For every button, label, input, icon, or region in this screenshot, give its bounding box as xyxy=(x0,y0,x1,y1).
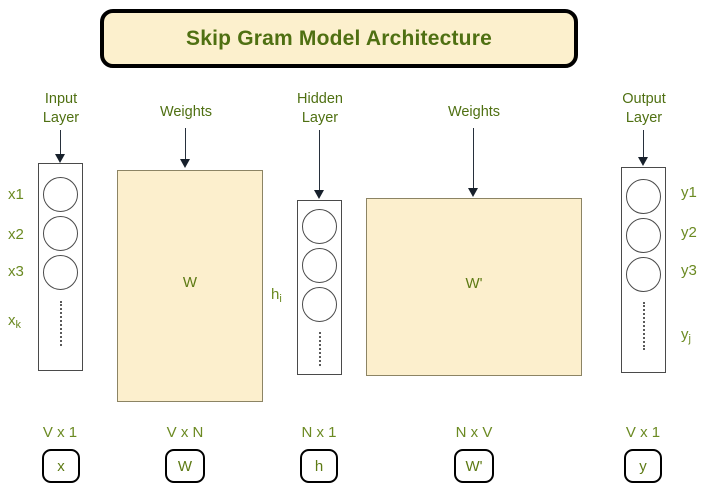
output-neuron-label-j-base: y xyxy=(681,326,689,343)
hidden-layer-label: hi xyxy=(271,286,282,305)
input-neuron-label-k-base: x xyxy=(8,312,16,329)
output-layer-caption-line1: Output xyxy=(622,91,666,107)
output-neuron-label-2: y2 xyxy=(681,224,697,241)
legend-dimension-4: V x 1 xyxy=(625,424,661,441)
hidden-layer-label-sub: i xyxy=(279,293,282,305)
output-neuron-label-j: yj xyxy=(681,326,691,345)
input-neuron-label-1: x1 xyxy=(8,186,24,203)
hidden-layer-ellipsis-dots-icon xyxy=(319,332,321,366)
legend-box-y: y xyxy=(624,449,662,483)
hidden-neuron-1 xyxy=(302,209,337,244)
legend-symbol-1: W xyxy=(177,457,193,475)
legend-symbol-3: W' xyxy=(465,457,483,475)
input-layer-ellipsis-dots-icon xyxy=(60,301,62,346)
weights-2-arrow-line xyxy=(473,128,474,190)
input-layer-arrow-line xyxy=(60,130,61,156)
weight-matrix-w-label: W xyxy=(182,273,198,291)
output-layer-caption: Output Layer xyxy=(604,90,684,128)
output-neuron-label-3: y3 xyxy=(681,262,697,279)
hidden-layer-caption-line2: Layer xyxy=(301,110,339,126)
output-neuron-1 xyxy=(626,179,661,214)
legend-symbol-0: x xyxy=(57,457,65,475)
output-layer-arrow-head-icon xyxy=(638,157,648,166)
legend-dimension-1: V x N xyxy=(166,424,204,441)
hidden-layer-caption: Hidden Layer xyxy=(280,90,360,128)
input-neuron-label-k: xk xyxy=(8,312,22,331)
hidden-layer-caption-line1: Hidden xyxy=(297,91,343,107)
hidden-layer-box xyxy=(297,200,342,375)
legend-dimension-3: N x V xyxy=(455,424,493,441)
output-layer-caption-line2: Layer xyxy=(625,110,663,126)
input-layer-box xyxy=(38,163,83,371)
input-layer-arrow-head-icon xyxy=(55,154,65,163)
legend-dimension-0: V x 1 xyxy=(42,424,78,441)
input-neuron-label-3: x3 xyxy=(8,263,24,280)
weight-matrix-w: W xyxy=(117,170,263,402)
hidden-neuron-3 xyxy=(302,287,337,322)
hidden-layer-arrow-line xyxy=(319,130,320,192)
hidden-layer-arrow-head-icon xyxy=(314,190,324,199)
weight-matrix-w-prime: W' xyxy=(366,198,582,376)
input-neuron-1 xyxy=(43,177,78,212)
weights-1-arrow-head-icon xyxy=(180,159,190,168)
page-title: Skip Gram Model Architecture xyxy=(186,26,492,50)
legend-box-h: h xyxy=(300,449,338,483)
output-layer-arrow-line xyxy=(643,130,644,159)
input-layer-caption: Input Layer xyxy=(21,90,101,128)
input-layer-caption-line1: Input xyxy=(44,91,78,107)
input-neuron-label-k-sub: k xyxy=(15,319,22,331)
weights-1-arrow-line xyxy=(185,128,186,161)
hidden-neuron-2 xyxy=(302,248,337,283)
legend-box-w: W xyxy=(165,449,205,483)
input-neuron-label-2: x2 xyxy=(8,226,24,243)
input-layer-caption-line2: Layer xyxy=(42,110,80,126)
output-neuron-2 xyxy=(626,218,661,253)
legend-symbol-4: y xyxy=(639,457,647,475)
legend-dimension-2: N x 1 xyxy=(301,424,337,441)
output-neuron-label-1: y1 xyxy=(681,184,697,201)
input-neuron-3 xyxy=(43,255,78,290)
title-banner: Skip Gram Model Architecture xyxy=(100,9,578,68)
legend-symbol-2: h xyxy=(314,457,324,475)
output-layer-box xyxy=(621,167,666,373)
output-layer-ellipsis-dots-icon xyxy=(643,302,645,350)
output-neuron-3 xyxy=(626,257,661,292)
weight-matrix-w-prime-label: W' xyxy=(465,274,483,292)
weights-2-caption: Weights xyxy=(447,104,501,120)
output-neuron-label-j-sub: j xyxy=(688,333,691,345)
input-neuron-2 xyxy=(43,216,78,251)
weights-1-caption: Weights xyxy=(159,104,213,120)
legend-box-x: x xyxy=(42,449,80,483)
legend-box-w-prime: W' xyxy=(454,449,494,483)
hidden-layer-label-base: h xyxy=(271,286,280,303)
weights-2-arrow-head-icon xyxy=(468,188,478,197)
